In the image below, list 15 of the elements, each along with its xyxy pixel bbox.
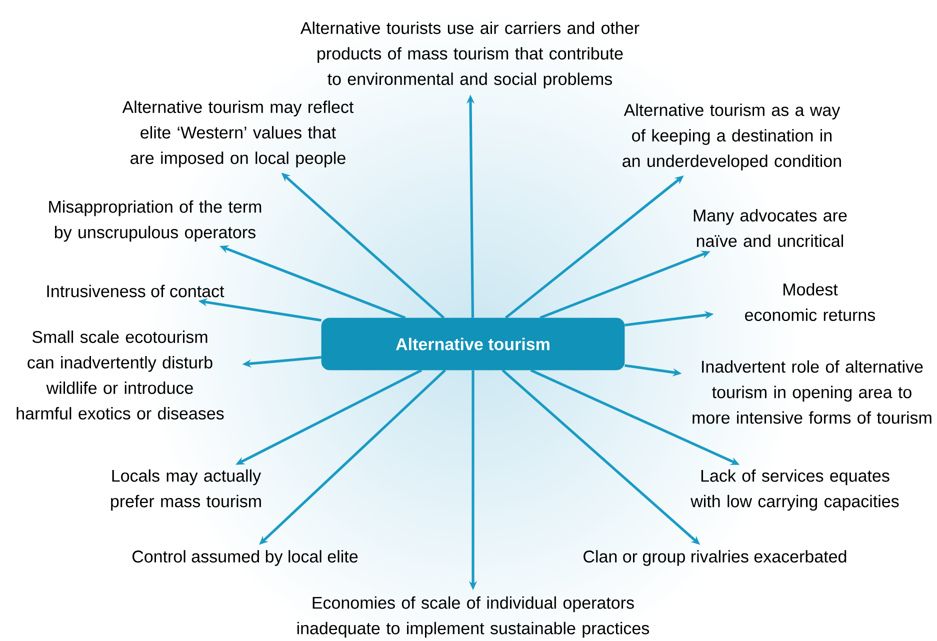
- critique-text: Control assumed by local elite: [132, 550, 358, 566]
- critique-text: Intrusiveness of contact: [47, 284, 224, 298]
- critique-text: Locals may actually prefer mass tourism: [111, 469, 262, 511]
- critique-text: Inadvertent role of alternative tourism in opening area to more intensive forms of tourism: [692, 360, 932, 424]
- critique-text: Alternative tourism as a way of keeping a destination in an underdeveloped condition: [622, 104, 841, 170]
- critique-text: Misappropriation of the term by unscrupulous operators: [49, 200, 262, 242]
- critique-text: Modest economic returns: [745, 283, 876, 321]
- critique-text: Small scale ecotourism can inadvertently disturb wildlife or introduce harmful exotics or diseases: [16, 330, 224, 420]
- critique-text: Clan or group rivalries exacerbated: [584, 550, 846, 566]
- critique-text: Alternative tourists use air carriers and other products of mass tourism that contribute to environmental and social problems: [300, 22, 640, 88]
- critique-text: Economies of scale of individual operators inadequate to implement sustainable practices: [297, 596, 650, 638]
- title-box: Alternative tourism: [321, 318, 625, 370]
- critique-text: Alternative tourism may reflect elite ‘Western’ values that are imposed on local people: [122, 100, 354, 168]
- critique-text: Lack of services equates with low carrying capacities: [690, 469, 899, 511]
- critique-text: Many advocates are naïve and uncritical: [694, 209, 847, 247]
